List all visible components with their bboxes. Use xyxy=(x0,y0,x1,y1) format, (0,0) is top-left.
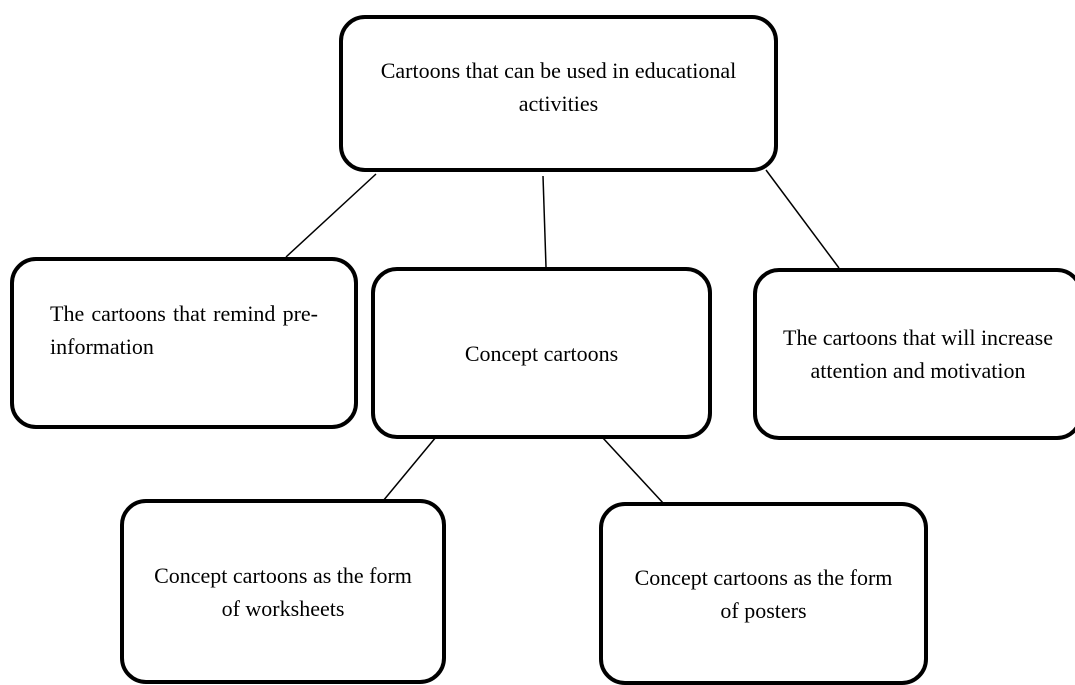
connector-root-to-preinfo xyxy=(285,173,377,258)
grandchild-node-worksheets-label: Concept cartoons as the form of workshee… xyxy=(154,562,412,621)
root-node: Cartoons that can be used in educational… xyxy=(339,15,778,172)
grandchild-node-posters: Concept cartoons as the form of posters xyxy=(599,502,928,685)
connector-root-to-attention xyxy=(765,169,840,269)
child-node-pre-information: The cartoons that remind pre-information xyxy=(10,257,358,429)
child-node-concept-cartoons: Concept cartoons xyxy=(371,267,712,439)
child-node-attention-motivation: The cartoons that will increase attentio… xyxy=(753,268,1075,440)
child-node-attention-motivation-label: The cartoons that will increase attentio… xyxy=(783,325,1054,383)
grandchild-node-posters-label: Concept cartoons as the form of posters xyxy=(634,564,893,623)
child-node-pre-information-label: The cartoons that remind pre-information xyxy=(50,301,318,359)
root-node-label: Cartoons that can be used in educational… xyxy=(380,57,737,116)
connector-root-to-concept xyxy=(542,175,547,268)
grandchild-node-worksheets: Concept cartoons as the form of workshee… xyxy=(120,499,446,684)
child-node-concept-cartoons-label: Concept cartoons xyxy=(464,340,619,366)
